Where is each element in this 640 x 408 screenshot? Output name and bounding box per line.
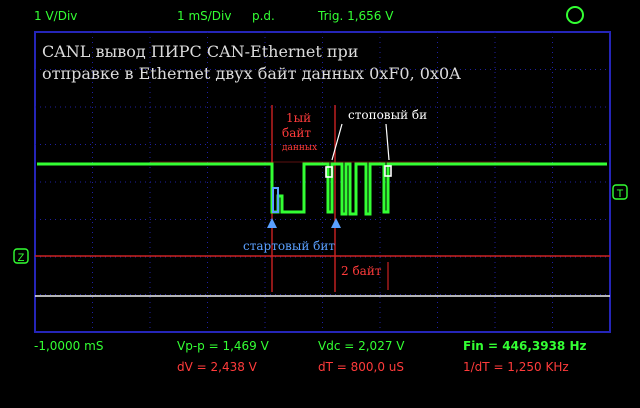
start-bit-arrow-icon xyxy=(267,218,277,228)
byte1-label-line2: байт xyxy=(282,126,312,140)
acquisition-mode: p.d. xyxy=(252,9,275,23)
start-bit-arrow-2-icon xyxy=(331,218,341,228)
run-indicator-icon[interactable] xyxy=(566,6,584,24)
start-bit-label: стартовый бит xyxy=(243,239,336,253)
vdc-readout: Vdc = 2,027 V xyxy=(318,339,405,353)
vpp-readout: Vp-p = 1,469 V xyxy=(177,339,269,353)
stop-bit-arrow-1 xyxy=(331,123,343,161)
dv-readout: dV = 2,438 V xyxy=(177,360,257,374)
volts-per-div: 1 V/Div xyxy=(34,9,78,23)
stop-bit-highlight-1 xyxy=(325,166,333,178)
frequency-readout: Fin = 446,3938 Hz xyxy=(463,339,587,353)
trigger-marker-label: T xyxy=(617,188,624,200)
annotation-title-line1: CANL вывод ПИРС CAN-Ethernet при xyxy=(42,42,359,61)
stop-bit-highlight-2 xyxy=(384,165,392,177)
time-offset-readout: -1,0000 mS xyxy=(34,339,104,353)
stop-bit-label: стоповый би xyxy=(348,108,428,122)
time-per-div: 1 mS/Div xyxy=(177,9,232,23)
trigger-marker-box xyxy=(612,184,628,200)
inverse-dt-readout: 1/dT = 1,250 KHz xyxy=(463,360,569,374)
ground-marker-label: Z xyxy=(18,252,25,264)
signal-trace xyxy=(37,162,607,216)
stop-bit-arrow-2 xyxy=(385,123,390,161)
trigger-level: Trig. 1,656 V xyxy=(318,9,394,23)
graticule-grid xyxy=(35,32,610,332)
byte1-label-line1: 1ый xyxy=(286,111,312,125)
byte2-label: 2 байт xyxy=(341,264,382,278)
annotation-title-line2: отправке в Ethernet двух байт данных 0xF… xyxy=(42,64,461,83)
start-bit-highlight xyxy=(272,187,279,213)
byte1-label-line3: данных xyxy=(282,143,318,153)
ground-marker-box xyxy=(13,248,29,264)
dt-readout: dT = 800,0 uS xyxy=(318,360,405,374)
